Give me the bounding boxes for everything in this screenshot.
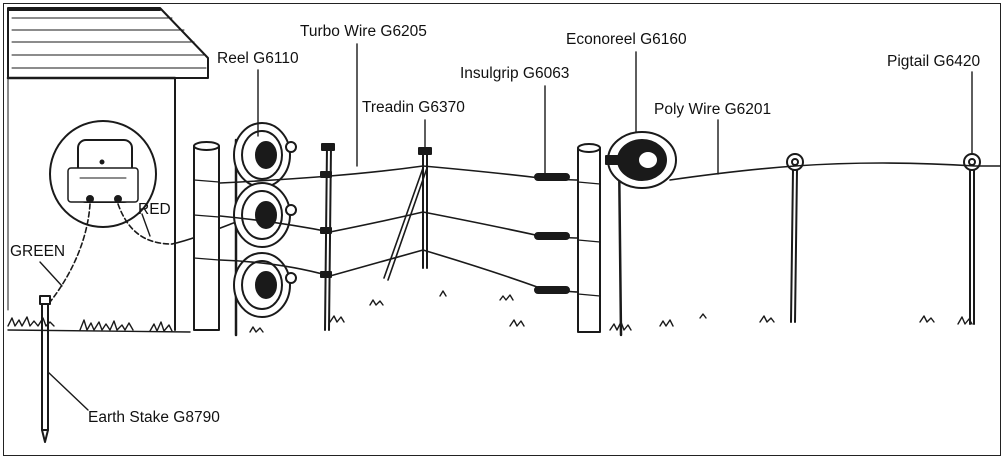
shed-building — [6, 7, 209, 331]
label-pigtail: Pigtail G6420 — [887, 53, 981, 70]
ground — [7, 290, 973, 333]
pigtail-post-2 — [963, 153, 981, 325]
treadin-post-1 — [320, 143, 335, 331]
reel-top — [233, 122, 297, 188]
diagram-frame — [3, 3, 1001, 456]
energiser-unit — [49, 120, 157, 228]
label-red-wire: RED — [138, 201, 171, 218]
wooden-post-right — [577, 143, 601, 333]
label-econoreel: Econoreel G6160 — [566, 31, 687, 48]
wooden-post-left — [193, 141, 220, 331]
label-insulgrip: Insulgrip G6063 — [460, 65, 570, 82]
reel-middle — [233, 182, 297, 248]
label-poly-wire: Poly Wire G6201 — [654, 101, 772, 118]
label-turbo-wire: Turbo Wire G6205 — [300, 23, 427, 40]
reel-bottom — [233, 252, 297, 318]
poly-wire — [669, 162, 1001, 181]
treadin-post-2 — [383, 147, 432, 281]
insulgrip-insulators — [534, 173, 570, 294]
label-green-wire: GREEN — [10, 243, 66, 260]
label-earth-stake: Earth Stake G8790 — [88, 409, 220, 426]
leader-lines — [39, 43, 973, 411]
econoreel — [605, 131, 677, 337]
label-reel: Reel G6110 — [217, 50, 299, 67]
earth-stake — [39, 295, 51, 443]
label-treadin: Treadin G6370 — [362, 99, 465, 116]
lead-wires — [49, 203, 173, 303]
pigtail-post-1 — [786, 153, 804, 323]
